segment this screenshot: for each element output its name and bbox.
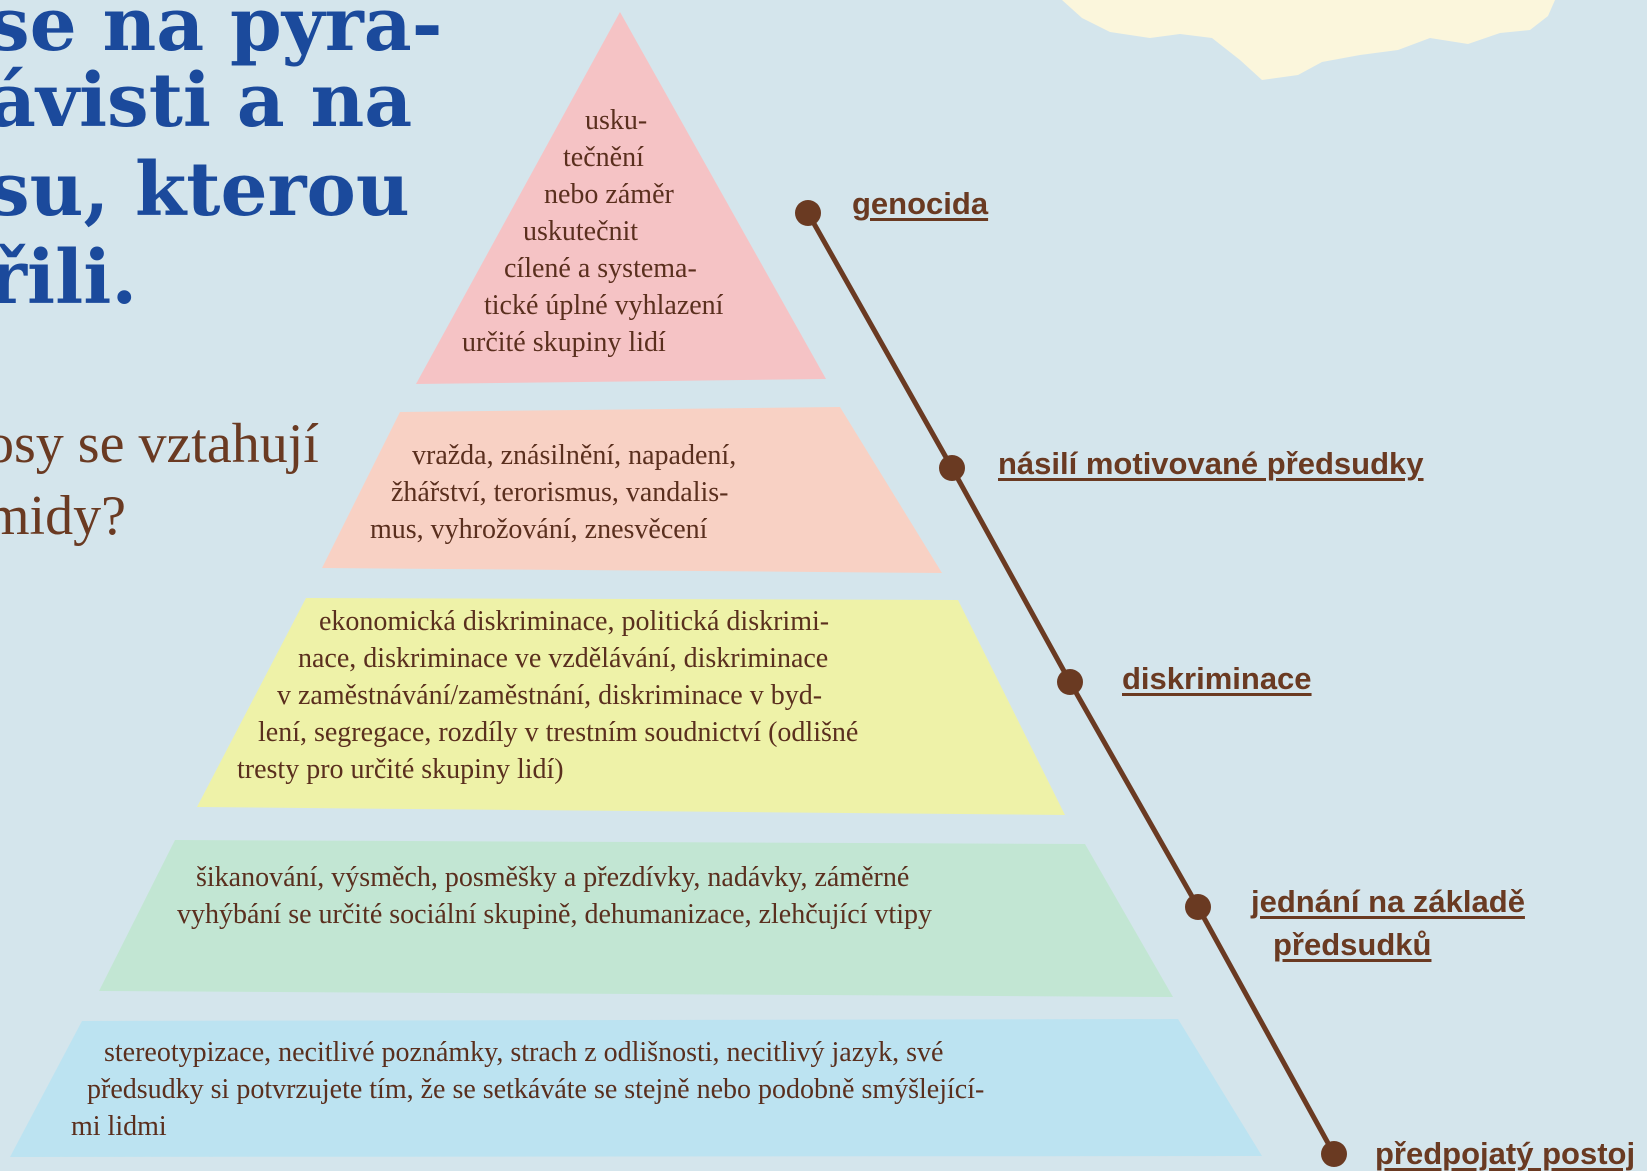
level-text-line: ekonomická diskriminace, politická diskr… — [319, 606, 830, 637]
scale-label-prejudiced-acts: jednání na základě — [1251, 884, 1525, 919]
level-text-line: předsudky si potvrzujete tím, že se setk… — [87, 1074, 985, 1105]
level-text-line: tečnění — [563, 142, 644, 173]
pyramid-level-prejudiced-acts — [99, 840, 1173, 997]
level-text-line: uskutečnit — [523, 216, 639, 247]
level-text-line: mus, vyhrožování, znesvěcení — [370, 514, 708, 545]
scale-marker-biased-attitudes — [1321, 1141, 1347, 1167]
question-line: osy se vztahují — [0, 413, 319, 475]
level-text-line: v zaměstnávání/zaměstnání, diskriminace … — [277, 680, 823, 711]
heading-line: se na pyra- — [0, 0, 443, 68]
level-text-line: určité skupiny lidí — [462, 327, 666, 358]
heading-line: ávisti a na — [0, 58, 413, 144]
scale-label-biased-attitudes: předpojatý postoj — [1375, 1136, 1636, 1171]
level-text-line: vražda, znásilnění, napadení, — [412, 440, 737, 471]
level-text-line: šikanování, výsměch, posměšky a přezdívk… — [196, 862, 910, 893]
pyramid-level-violence — [322, 407, 942, 573]
pyramid-level-discrimination — [197, 598, 1065, 815]
level-text-line: žhářství, terorismus, vandalis- — [391, 477, 729, 508]
heading-line: su, kterou — [0, 147, 410, 233]
scale-label-prejudiced-acts: předsudků — [1273, 927, 1432, 962]
heading-line: řili. — [0, 235, 138, 321]
map-shape — [1062, 0, 1555, 80]
scale-marker-prejudiced-acts — [1185, 894, 1211, 920]
level-text-line: tické úplné vyhlazení — [484, 290, 724, 321]
scale-label-genocida: genocida — [852, 186, 989, 221]
scale-label-violence: násilí motivované předsudky — [998, 446, 1424, 481]
question-line: midy? — [0, 485, 126, 547]
level-text-line: stereotypizace, necitlivé poznámky, stra… — [104, 1037, 944, 1068]
level-text-line: usku- — [585, 105, 648, 136]
level-text-line: mi lidmi — [71, 1111, 167, 1142]
pyramid-level-genocida — [416, 12, 826, 384]
level-text-line: tresty pro určité skupiny lidí) — [237, 754, 564, 785]
scale-marker-violence — [939, 455, 965, 481]
level-text-line: lení, segregace, rozdíly v trestním soud… — [258, 717, 859, 748]
level-text-line: cílené a systema- — [504, 253, 697, 284]
scale-marker-discrimination — [1057, 669, 1083, 695]
scale-label-discrimination: diskriminace — [1122, 661, 1312, 696]
pyramid-level-biased-attitudes — [10, 1019, 1262, 1157]
level-text-line: vyhýbání se určité sociální skupině, deh… — [177, 899, 932, 930]
scale-marker-genocida — [795, 200, 821, 226]
level-text-line: nebo záměr — [544, 179, 674, 210]
level-text-line: nace, diskriminace ve vzdělávání, diskri… — [298, 643, 829, 674]
